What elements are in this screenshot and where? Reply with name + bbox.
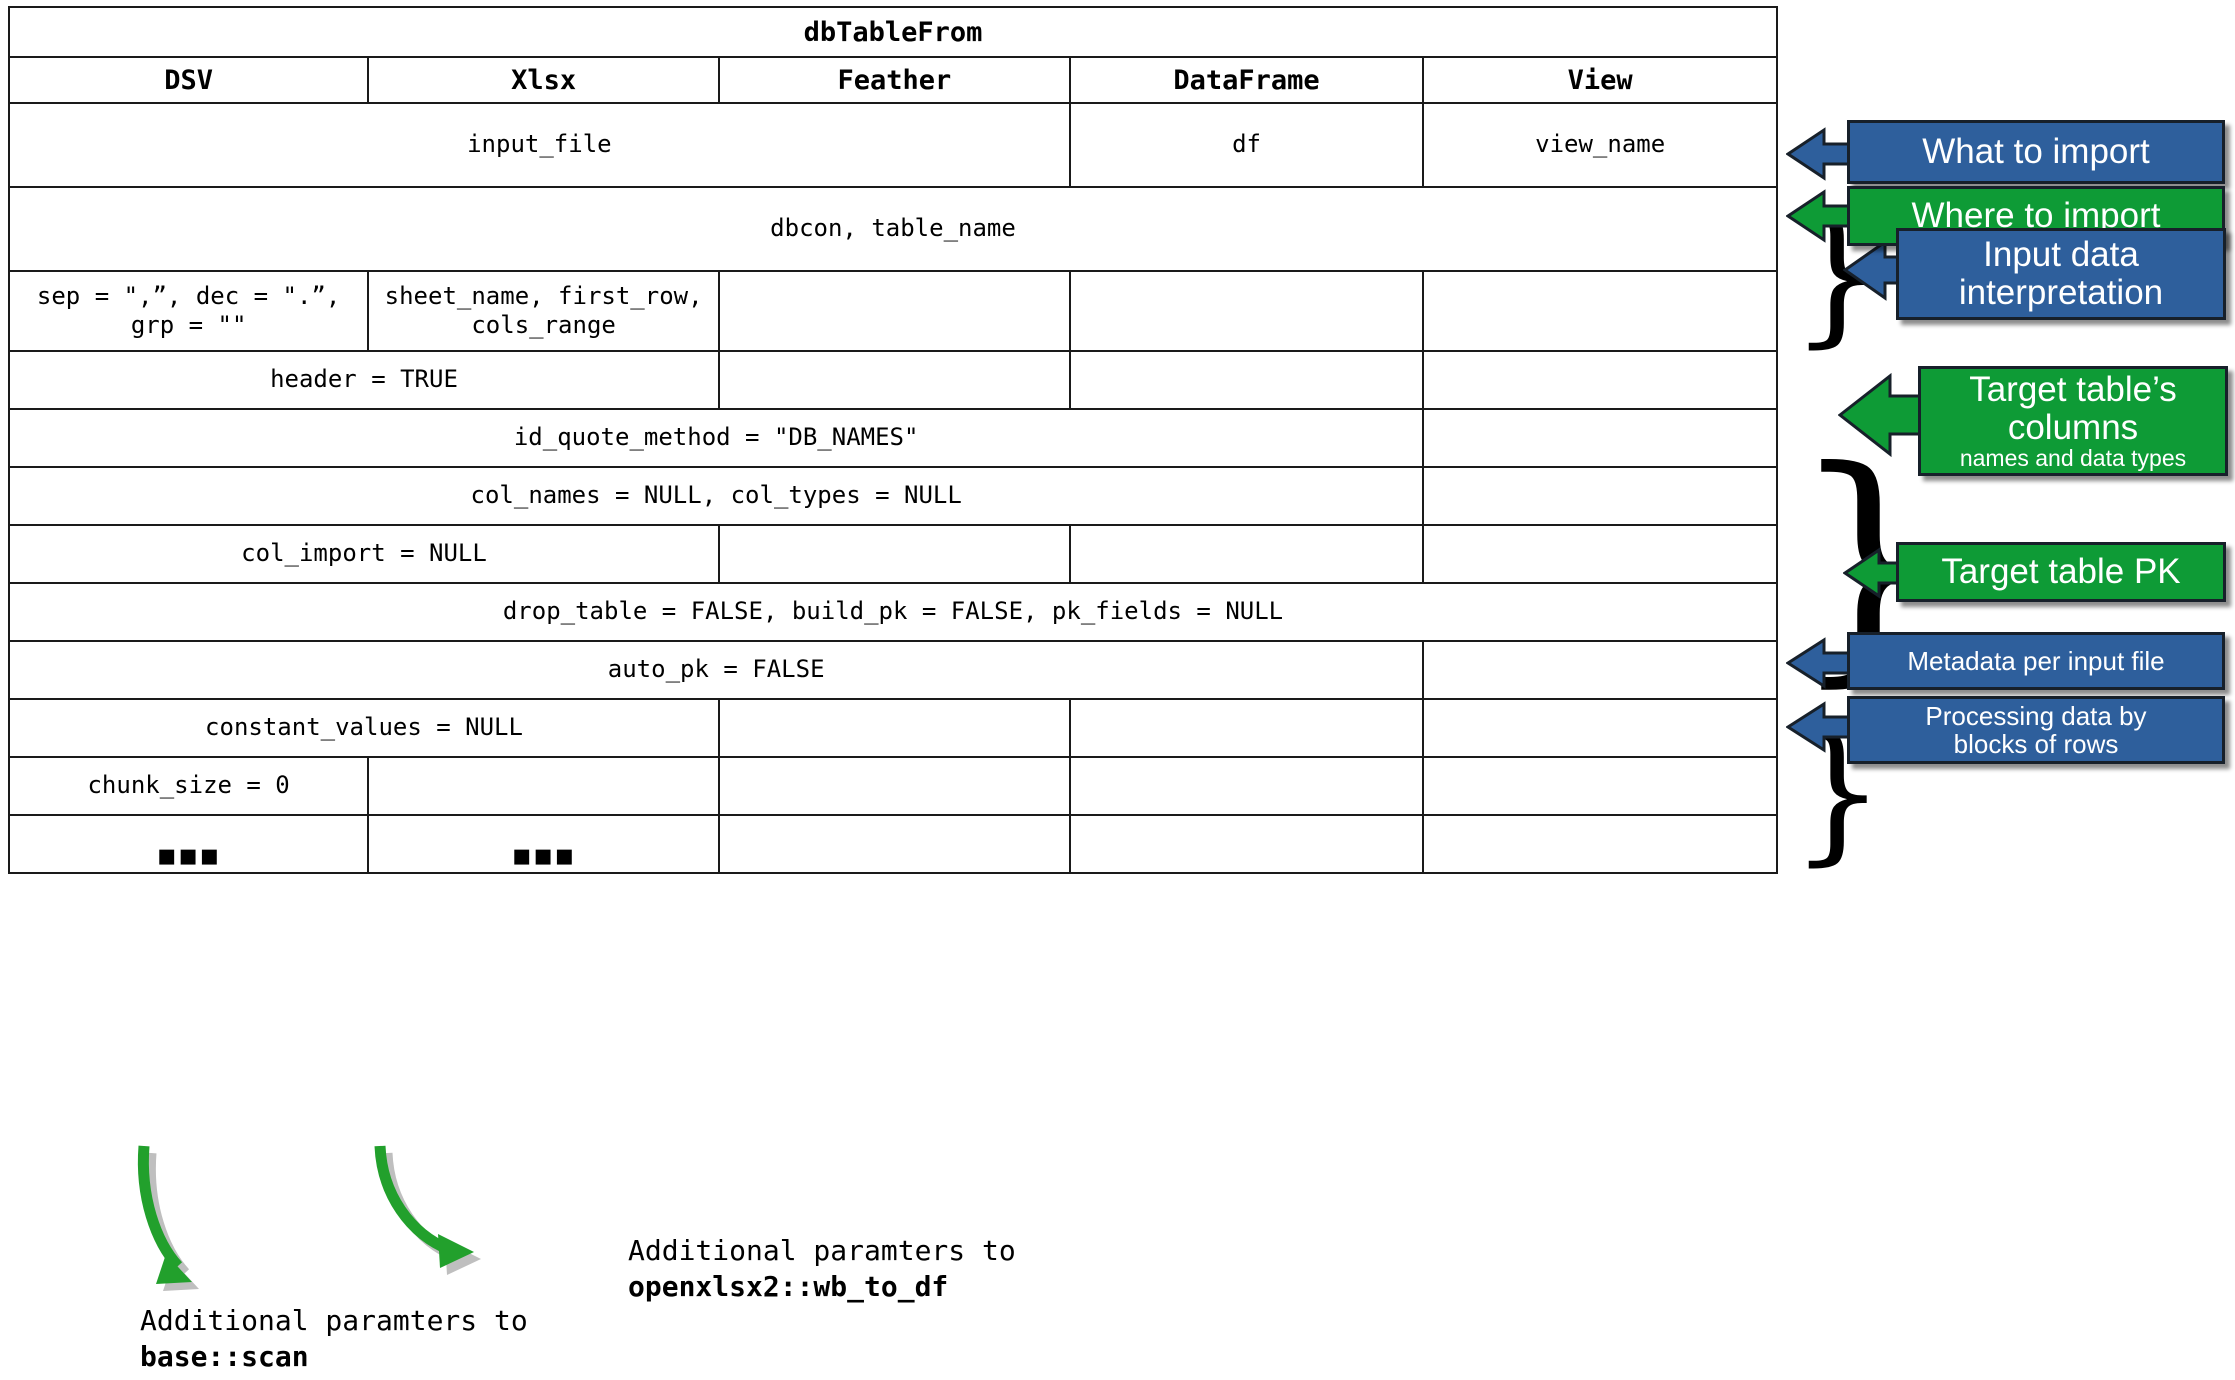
table-cell: id_quote_method = "DB_NAMES"	[7, 408, 1425, 468]
table-cell: auto_pk = FALSE	[7, 640, 1425, 700]
table-row: ▪▪▪ ▪▪▪	[7, 814, 1778, 874]
callout-processing-data-by-blocks[interactable]: Processing data by blocks of rows	[1847, 696, 2225, 764]
table-cell: header = TRUE	[8, 350, 720, 410]
table-cell-disabled	[717, 524, 1071, 584]
column-header-feather: Feather	[717, 56, 1071, 104]
column-header-dataframe: DataFrame	[1068, 56, 1425, 104]
table-cell: sep = ",”, dec = ".”, grp = ""	[7, 270, 370, 352]
cell-text: sep = ",”, dec = ".”, grp = ""	[36, 281, 341, 339]
column-header-dsv: DSV	[7, 56, 370, 104]
table-row: header = TRUE	[8, 350, 1778, 410]
cell-text: col_names = NULL, col_types = NULL	[470, 481, 962, 510]
table-title-row: dbTableFrom	[8, 6, 1778, 58]
table-cell-disabled	[717, 756, 1071, 816]
curved-arrow-to-scan-note	[137, 1145, 199, 1291]
annotation-scan-note: Additional paramters to base::scan	[140, 1303, 528, 1376]
table-cell-disabled	[717, 814, 1071, 874]
cell-text: auto_pk = FALSE	[607, 655, 825, 684]
table-cell: col_names = NULL, col_types = NULL	[7, 466, 1425, 526]
cell-text: constant_values = NULL	[205, 713, 523, 742]
annotation-scan-note-line2: base::scan	[140, 1340, 309, 1374]
table-cell: ▪▪▪	[367, 814, 720, 874]
callout-metadata-per-input-file[interactable]: Metadata per input file	[1847, 632, 2225, 690]
table-cell: df	[1068, 102, 1425, 188]
ellipsis-marker: ▪▪▪	[511, 838, 576, 873]
callout-what-to-import-label: What to import	[1922, 132, 2150, 172]
table-cell-disabled	[717, 350, 1071, 410]
annotation-wbtodf-note: Additional paramters to openxlsx2::wb_to…	[628, 1233, 1016, 1306]
table-cell-disabled	[1422, 270, 1778, 352]
callout-target-table-pk-label: Target table PK	[1941, 552, 2181, 592]
cell-text: df	[1232, 130, 1261, 159]
table-cell-disabled	[367, 756, 720, 816]
table-cell: input_file	[8, 102, 1071, 188]
table-row: drop_table = FALSE, build_pk = FALSE, pk…	[8, 582, 1778, 642]
cell-text: sheet_name, first_row, cols_range	[384, 281, 703, 339]
table-cell: ▪▪▪	[7, 814, 370, 874]
cell-text: header = TRUE	[270, 365, 458, 394]
table-row: chunk_size = 0	[7, 756, 1778, 816]
callout-metadata-per-input-file-label: Metadata per input file	[1907, 645, 2165, 676]
callout-input-data-interpretation-label: Input data interpretation	[1958, 235, 2164, 312]
table-cell-disabled	[1068, 350, 1425, 410]
table-cell-disabled	[1068, 756, 1425, 816]
table-cell-disabled	[717, 270, 1071, 352]
callout-target-table-columns[interactable]: Target table’s columns names and data ty…	[1918, 366, 2228, 476]
cell-text: input_file	[467, 130, 612, 159]
cell-text: view_name	[1535, 130, 1666, 159]
table-row: sep = ",”, dec = ".”, grp = "" sheet_name…	[7, 270, 1778, 352]
cell-text: drop_table = FALSE, build_pk = FALSE, pk…	[502, 597, 1284, 626]
cell-text: col_import = NULL	[241, 539, 487, 568]
cell-text: chunk_size = 0	[87, 771, 290, 800]
cell-text: id_quote_method = "DB_NAMES"	[513, 423, 919, 452]
annotation-wbtodf-note-line1: Additional paramters to	[628, 1234, 1016, 1267]
table-row: dbcon, table_name	[8, 186, 1778, 272]
table-row: auto_pk = FALSE	[7, 640, 1778, 700]
table-cell-disabled	[1422, 408, 1778, 468]
annotation-wbtodf-note-line2: openxlsx2::wb_to_df	[628, 1270, 949, 1304]
column-header-view: View	[1422, 56, 1778, 104]
annotation-scan-note-line1: Additional paramters to	[140, 1304, 528, 1337]
table-cell: drop_table = FALSE, build_pk = FALSE, pk…	[8, 582, 1778, 642]
table-cell: dbcon, table_name	[8, 186, 1778, 272]
cell-text: dbcon, table_name	[770, 214, 1016, 243]
page-title: dbTableFrom	[803, 16, 983, 48]
table-header-row: DSV Xlsx Feather DataFrame View	[7, 56, 1778, 104]
callout-target-table-pk[interactable]: Target table PK	[1896, 542, 2226, 602]
table-cell-disabled	[1422, 814, 1778, 874]
table-cell: constant_values = NULL	[8, 698, 720, 758]
table-row: col_import = NULL	[8, 524, 1778, 584]
table-cell-disabled	[1422, 466, 1778, 526]
callout-target-table-columns-subtitle: names and data types	[1959, 445, 2187, 472]
parameter-matrix-table: dbTableFrom DSV Xlsx Feather DataFrame V…	[7, 6, 1778, 874]
table-row: id_quote_method = "DB_NAMES"	[7, 408, 1778, 468]
table-cell: sheet_name, first_row, cols_range	[367, 270, 720, 352]
curved-arrow-to-wbtodf-note	[374, 1145, 481, 1275]
table-row: constant_values = NULL	[8, 698, 1778, 758]
table-cell-disabled	[1068, 524, 1425, 584]
table-cell: view_name	[1422, 102, 1778, 188]
table-cell-disabled	[1422, 350, 1778, 410]
callout-input-data-interpretation[interactable]: Input data interpretation	[1896, 228, 2226, 320]
table-cell-disabled	[717, 698, 1071, 758]
table-cell-disabled	[1422, 640, 1778, 700]
table-cell-disabled	[1422, 698, 1778, 758]
table-cell-disabled	[1068, 270, 1425, 352]
column-header-xlsx: Xlsx	[367, 56, 720, 104]
table-cell-disabled	[1422, 524, 1778, 584]
callout-target-table-columns-label: Target table’s columns	[1969, 369, 2177, 447]
table-title-cell: dbTableFrom	[8, 6, 1778, 58]
table-cell: chunk_size = 0	[7, 756, 370, 816]
table-cell-disabled	[1068, 698, 1425, 758]
callout-what-to-import[interactable]: What to import	[1847, 120, 2225, 184]
table-cell-disabled	[1068, 814, 1425, 874]
table-cell: col_import = NULL	[8, 524, 720, 584]
table-row: col_names = NULL, col_types = NULL	[7, 466, 1778, 526]
callout-processing-data-by-blocks-label: Processing data by blocks of rows	[1925, 700, 2147, 759]
table-cell-disabled	[1422, 756, 1778, 816]
table-row: input_file df view_name	[8, 102, 1778, 188]
ellipsis-marker: ▪▪▪	[156, 838, 221, 873]
